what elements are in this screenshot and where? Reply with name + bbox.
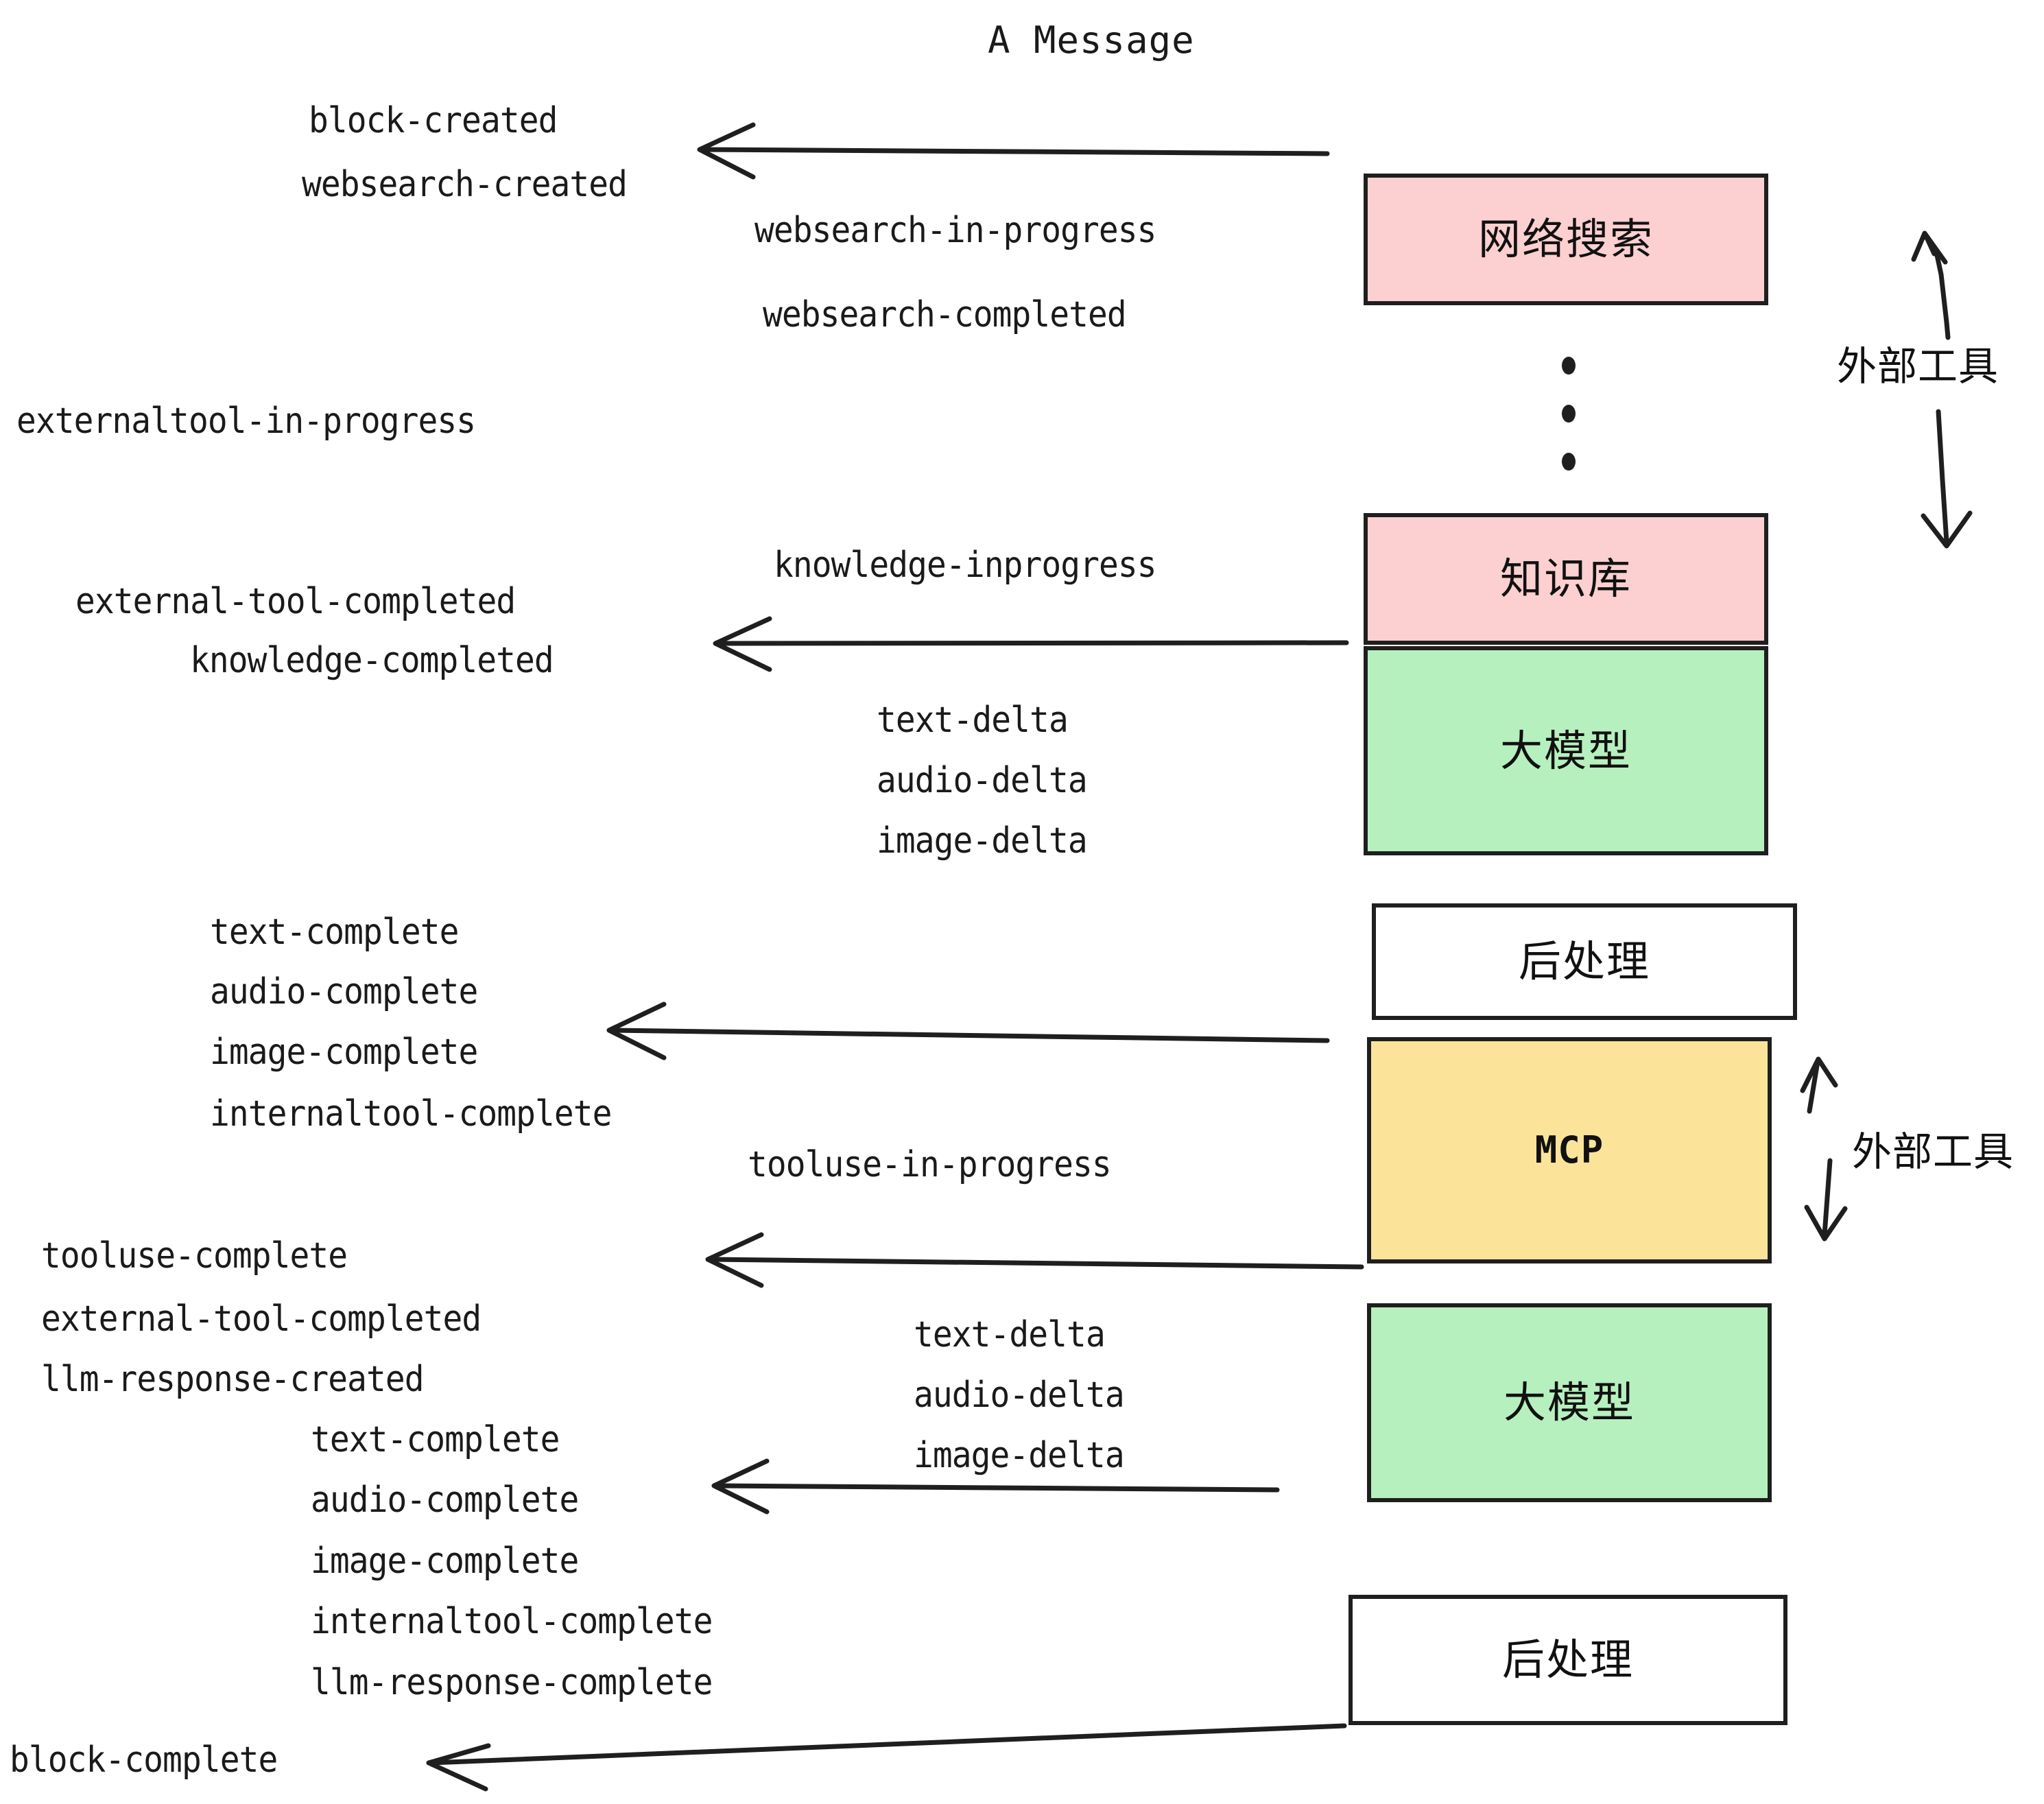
arrow-knowledge-to-completed: [713, 616, 1349, 672]
side-label-external-tool-lower: 外部工具: [1852, 1128, 2015, 1175]
node-label-llm-first: 大模型: [1499, 725, 1632, 776]
event-label-tooluse-complete: tooluse-complete: [41, 1235, 348, 1277]
external-tool-arrow-down-upper: [1921, 409, 1973, 549]
external-tool-arrow-up-lower: [1800, 1056, 1838, 1114]
side-label-external-tool-upper: 外部工具: [1837, 343, 1999, 390]
arrow-websearch-to-block-created: [697, 122, 1330, 180]
node-label-postprocess-first: 后处理: [1518, 936, 1650, 986]
external-tool-arrow-down-lower: [1804, 1158, 1848, 1242]
event-label-internaltool-complete-second: internaltool-complete: [311, 1601, 713, 1642]
event-label-llm-response-complete: llm-response-complete: [311, 1662, 713, 1703]
event-label-text-complete-first: text-complete: [210, 912, 459, 953]
event-label-knowledge-completed: knowledge-completed: [190, 640, 554, 681]
node-postprocess-first[interactable]: 后处理: [1372, 903, 1797, 1020]
external-tool-arrow-up-upper: [1911, 230, 1951, 340]
event-label-image-delta-first: image-delta: [877, 820, 1088, 862]
node-label-mcp: MCP: [1534, 1128, 1604, 1172]
node-llm-first[interactable]: 大模型: [1364, 646, 1768, 855]
event-label-audio-complete-first: audio-complete: [210, 971, 478, 1012]
event-label-external-tool-completed-first: external-tool-completed: [75, 581, 516, 622]
node-knowledge[interactable]: 知识库: [1364, 513, 1768, 645]
event-label-websearch-created: websearch-created: [302, 164, 628, 205]
event-label-image-complete-first: image-complete: [210, 1032, 478, 1073]
event-label-internaltool-complete-first: internaltool-complete: [210, 1093, 612, 1135]
event-label-audio-complete-second: audio-complete: [311, 1480, 579, 1521]
arrow-postprocess-to-image-complete: [606, 1001, 1330, 1060]
event-label-text-delta-first: text-delta: [877, 700, 1069, 741]
event-label-block-created: block-created: [309, 100, 558, 141]
node-label-llm-second: 大模型: [1503, 1377, 1635, 1427]
ellipsis-dot: [1562, 453, 1576, 471]
event-label-llm-response-created: llm-response-created: [41, 1359, 425, 1400]
event-label-websearch-in-progress: websearch-in-progress: [754, 210, 1156, 251]
event-label-image-complete-second: image-complete: [311, 1541, 579, 1582]
node-websearch[interactable]: 网络搜索: [1364, 174, 1768, 305]
node-label-knowledge: 知识库: [1499, 554, 1632, 604]
page-title: A Message: [988, 19, 1195, 62]
arrow-postprocess-second-to-block-complete: [426, 1723, 1347, 1792]
node-label-postprocess-second: 后处理: [1501, 1635, 1634, 1685]
ellipsis-dot: [1562, 357, 1576, 375]
node-label-websearch: 网络搜索: [1477, 214, 1654, 264]
event-label-knowledge-inprogress: knowledge-inprogress: [774, 545, 1157, 586]
event-label-websearch-completed: websearch-completed: [763, 294, 1127, 335]
event-label-externaltool-in-progress: externaltool-in-progress: [16, 401, 476, 442]
node-mcp[interactable]: MCP: [1367, 1037, 1772, 1263]
node-postprocess-second[interactable]: 后处理: [1348, 1595, 1787, 1725]
event-label-audio-delta-second: audio-delta: [914, 1375, 1125, 1416]
ellipsis-dot: [1562, 405, 1576, 423]
event-label-image-delta-second: image-delta: [914, 1435, 1125, 1476]
node-llm-second[interactable]: 大模型: [1367, 1303, 1772, 1502]
event-label-text-complete-second: text-complete: [311, 1419, 560, 1460]
event-label-audio-delta-first: audio-delta: [877, 760, 1088, 801]
event-label-tooluse-in-progress: tooluse-in-progress: [748, 1144, 1112, 1185]
arrow-mcp-to-tooluse-complete: [705, 1232, 1364, 1288]
event-label-external-tool-completed-second: external-tool-completed: [41, 1298, 482, 1340]
event-label-text-delta-second: text-delta: [914, 1314, 1106, 1355]
event-label-block-complete: block-complete: [10, 1740, 278, 1781]
